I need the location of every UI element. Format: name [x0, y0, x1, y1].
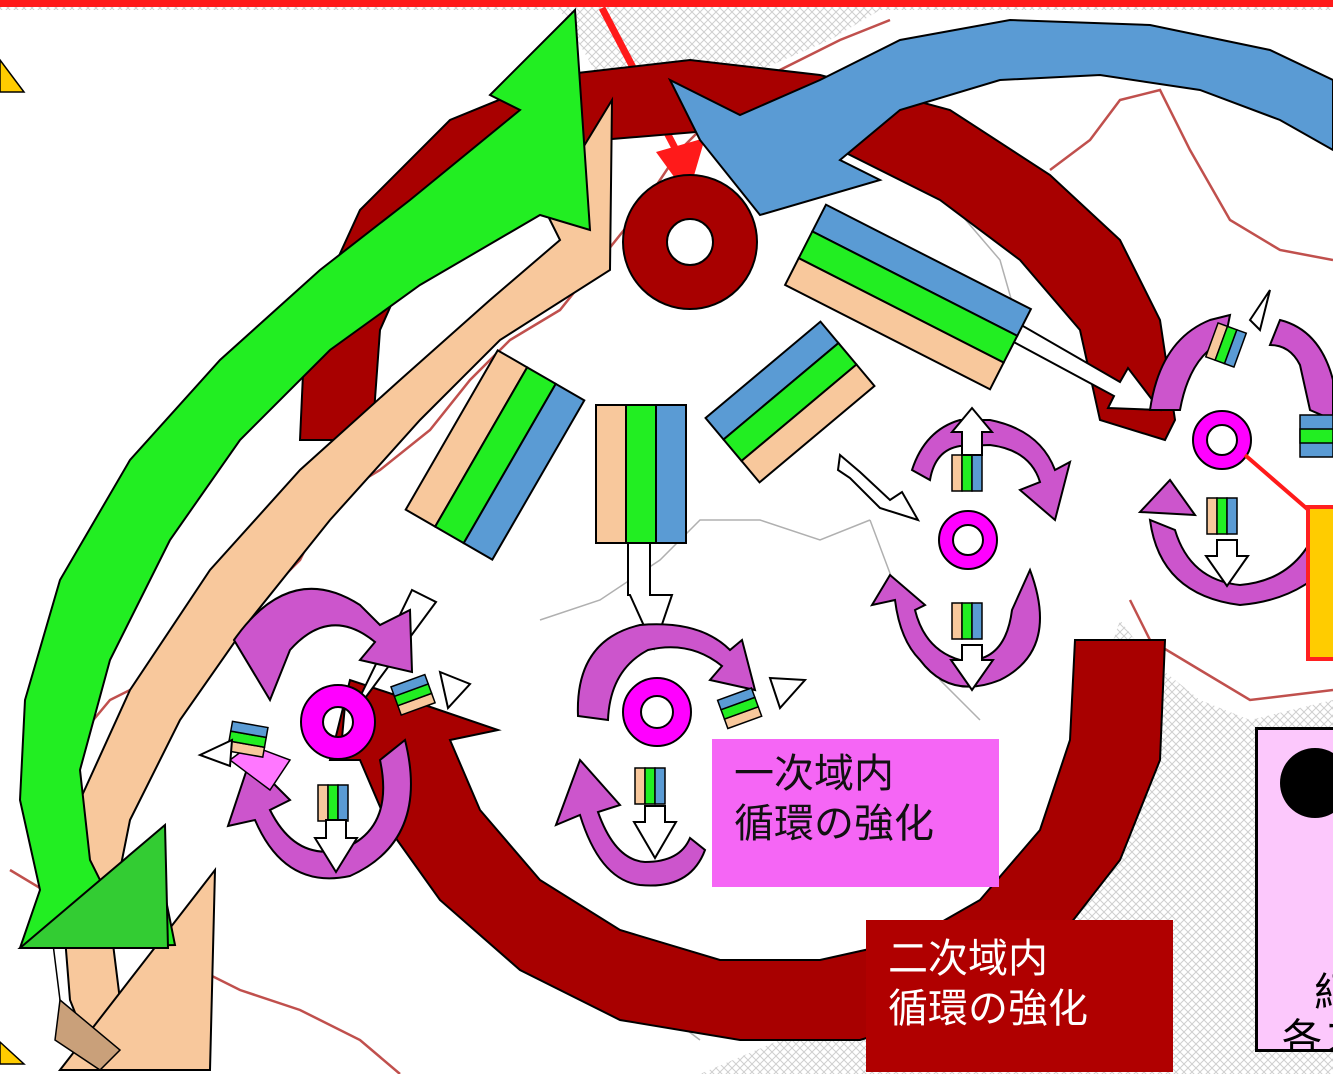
legend-fragment-line2: 各ス: [1282, 1016, 1333, 1052]
legend-bullet-icon: [1280, 748, 1333, 818]
bundle-arrow-left: [339, 348, 586, 761]
local-hub-left: [197, 587, 472, 880]
highlight-box-partial: [1306, 505, 1333, 661]
bundle-arrow-mid-right: [704, 320, 921, 522]
local-hub-center: [554, 623, 808, 887]
top-frame-line: [0, 0, 1333, 7]
yellow-marker-top: [0, 58, 26, 93]
legend-fragment-line1: 紀: [1314, 960, 1333, 1018]
yellow-marker-bottom: [0, 1040, 26, 1065]
secondary-circulation-label: 二次域内 循環の強化: [866, 920, 1173, 1072]
primary-label-line1: 一次域内: [734, 751, 894, 797]
primary-label-line2: 循環の強化: [734, 801, 934, 847]
primary-circulation-label: 一次域内 循環の強化: [712, 739, 999, 887]
peach-arrowhead-bottom: [57, 866, 217, 1071]
central-hub-ring: [622, 174, 758, 310]
bundle-arrow-right: [783, 203, 1163, 412]
red-pointer-arrowhead: [656, 138, 705, 196]
legend-box-partial: 紀 各ス: [1255, 727, 1333, 1052]
green-arrowhead-bottom: [17, 822, 170, 949]
local-hub-mid-right: [869, 406, 1072, 692]
external-blue-arrow: [667, 18, 1333, 217]
bundle-arrow-center: [595, 404, 687, 651]
local-hub-right: [1137, 289, 1333, 607]
secondary-label-line1: 二次域内: [888, 936, 1048, 982]
secondary-label-line2: 循環の強化: [888, 986, 1088, 1032]
external-green-arrow: [18, 7, 592, 950]
